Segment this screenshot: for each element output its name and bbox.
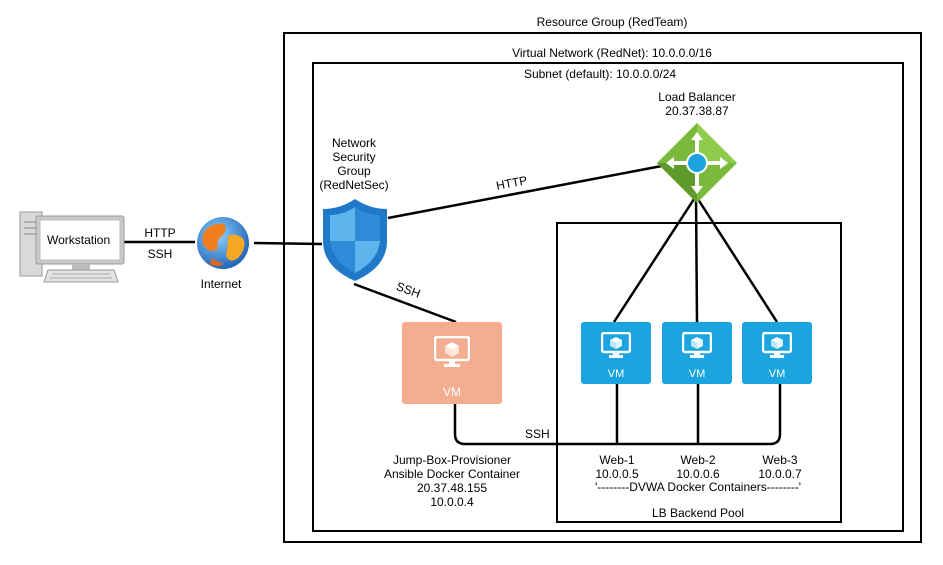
vm-monitor-icon bbox=[762, 332, 792, 358]
internet-globe-icon bbox=[197, 217, 249, 269]
jumpbox-role: Ansible Docker Container bbox=[383, 467, 521, 481]
lb-web2-link bbox=[694, 195, 699, 323]
workstation-label: Workstation bbox=[47, 233, 111, 247]
load-balancer-name: Load Balancer bbox=[658, 90, 736, 104]
vnet-title: Virtual Network (RedNet): 10.0.0.0/16 bbox=[512, 46, 712, 60]
lb-backend-pool-label: LB Backend Pool bbox=[651, 506, 745, 520]
internet-label: Internet bbox=[200, 277, 242, 291]
nsg-jumpbox-link bbox=[353, 282, 457, 324]
nsg-label-line2: Security bbox=[332, 150, 376, 164]
shield-icon bbox=[323, 199, 387, 281]
jumpbox-web-ssh-label: SSH bbox=[525, 427, 550, 441]
nsg-lb-link bbox=[387, 163, 668, 220]
web1-ip: 10.0.0.5 bbox=[595, 467, 639, 481]
web1-vm-tile: VM bbox=[581, 322, 651, 384]
subnet-title: Subnet (default): 10.0.0.0/24 bbox=[523, 67, 677, 81]
jumpbox-vm-label: VM bbox=[443, 385, 461, 399]
web3-vm-label: VM bbox=[768, 368, 786, 380]
lb-backend-pool-box bbox=[556, 222, 842, 523]
load-balancer-ip: 20.37.38.87 bbox=[665, 104, 729, 118]
web2-vm-tile: VM bbox=[662, 322, 732, 384]
web1-vm-label: VM bbox=[607, 368, 625, 380]
web3-name: Web-3 bbox=[762, 453, 798, 467]
nsg-label-line3: Group bbox=[337, 164, 371, 178]
lb-web1-link bbox=[612, 195, 698, 323]
internet-nsg-link bbox=[253, 241, 323, 246]
vm-monitor-icon bbox=[434, 336, 470, 367]
load-balancer-icon bbox=[657, 123, 737, 203]
workstation-ssh-label: SSH bbox=[147, 247, 173, 261]
web3-ip: 10.0.0.7 bbox=[758, 467, 802, 481]
workstation-http-label: HTTP bbox=[144, 226, 176, 240]
dvwa-containers-label: '--------DVWA Docker Containers--------' bbox=[594, 480, 802, 494]
web2-vm-label: VM bbox=[688, 368, 706, 380]
vnet-box bbox=[312, 62, 904, 532]
vm-monitor-icon bbox=[601, 332, 631, 358]
jumpbox-vm-tile: VM bbox=[402, 322, 502, 404]
nsg-label-line4: (RedNetSec) bbox=[319, 178, 389, 192]
web3-vm-tile: VM bbox=[742, 322, 812, 384]
vm-monitor-icon bbox=[682, 332, 712, 358]
workstation-icon bbox=[19, 211, 125, 283]
web2-ip: 10.0.0.6 bbox=[676, 467, 720, 481]
resource-group-box bbox=[283, 32, 922, 543]
resource-group-title: Resource Group (RedTeam) bbox=[536, 15, 688, 29]
web2-name: Web-2 bbox=[680, 453, 716, 467]
jumpbox-private-ip: 10.0.0.4 bbox=[430, 495, 474, 509]
web1-name: Web-1 bbox=[599, 453, 635, 467]
jumpbox-public-ip: 20.37.48.155 bbox=[416, 481, 488, 495]
lb-web3-link bbox=[694, 195, 779, 323]
nsg-label-line1: Network bbox=[331, 136, 377, 150]
jumpbox-name: Jump-Box-Provisioner bbox=[392, 453, 512, 467]
